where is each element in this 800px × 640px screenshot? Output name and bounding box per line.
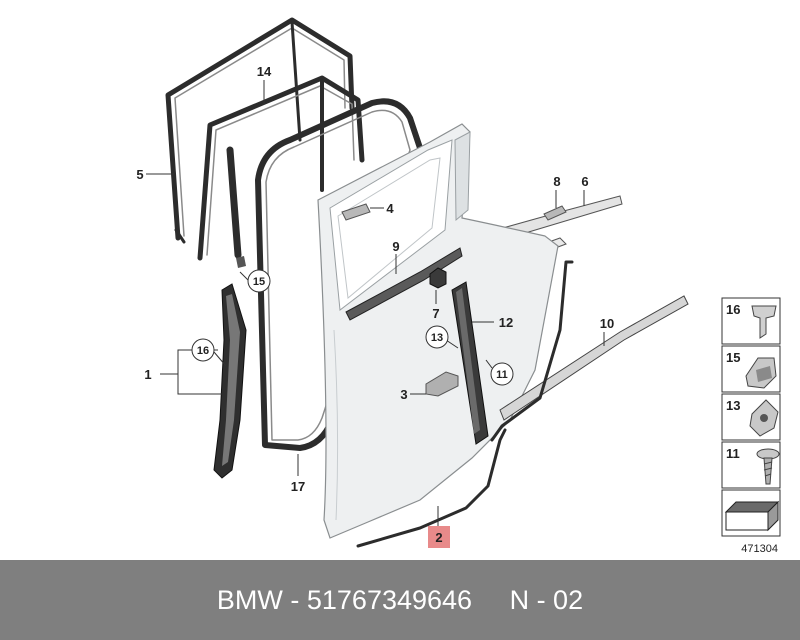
nut-clip-icon bbox=[745, 357, 777, 389]
callout-3: 3 bbox=[400, 387, 407, 402]
part-7-bumper bbox=[429, 267, 447, 289]
callout-13: 13 bbox=[431, 332, 443, 344]
callout-14: 14 bbox=[257, 64, 272, 79]
callout-labels: 1 2 3 4 5 6 7 8 9 10 12 14 17 11 13 15 1… bbox=[136, 64, 614, 548]
callout-10: 10 bbox=[600, 316, 614, 331]
clip-icon bbox=[751, 305, 777, 339]
callout-8: 8 bbox=[553, 174, 560, 189]
callout-circle-13 bbox=[425, 325, 449, 349]
footer-bar: BMW - 51767349646 N - 02 bbox=[0, 560, 800, 640]
leader-lines bbox=[146, 80, 605, 526]
callout-6: 6 bbox=[581, 174, 588, 189]
part-1-pillar-trim bbox=[213, 283, 247, 479]
callout-circle-11 bbox=[490, 362, 514, 386]
sealing-tape-icon bbox=[724, 500, 780, 532]
callout-16: 16 bbox=[197, 345, 209, 357]
exploded-view-diagram: 1 2 3 4 5 6 7 8 9 10 12 14 17 11 13 15 1… bbox=[136, 17, 781, 555]
callout-1: 1 bbox=[144, 367, 151, 382]
part-15-clip bbox=[236, 256, 246, 268]
callout-5: 5 bbox=[136, 167, 143, 182]
diagram-number: 471304 bbox=[741, 543, 778, 555]
callout-15: 15 bbox=[253, 276, 265, 288]
callout-2-highlight bbox=[428, 526, 450, 548]
legend-number-13: 13 bbox=[726, 398, 740, 413]
part-10-outer-strip bbox=[499, 295, 689, 421]
part-9-belt-seal bbox=[345, 247, 463, 321]
callout-4: 4 bbox=[386, 201, 394, 216]
fastener-legend: 16 15 13 11 bbox=[721, 297, 781, 555]
part-12-pillar-cover bbox=[451, 281, 489, 445]
callout-9: 9 bbox=[392, 239, 399, 254]
part-10-strip-edge bbox=[490, 260, 574, 442]
callout-17: 17 bbox=[291, 479, 305, 494]
part-5-frame-seal bbox=[165, 17, 355, 244]
callout-circle-15 bbox=[247, 269, 271, 293]
legend-number-15: 15 bbox=[726, 350, 740, 365]
callout-circle-16 bbox=[191, 338, 215, 362]
screw-icon bbox=[756, 448, 780, 485]
callout-12: 12 bbox=[499, 315, 513, 330]
part-8-wedge bbox=[543, 205, 567, 221]
legend-number-11: 11 bbox=[726, 446, 740, 461]
expanding-nut-icon bbox=[749, 399, 779, 437]
part-2-lower-seal bbox=[356, 428, 507, 548]
part-17-door-seal bbox=[255, 98, 438, 451]
callout-7: 7 bbox=[432, 306, 439, 321]
callout-2: 2 bbox=[435, 530, 442, 545]
part-4-wedge bbox=[341, 203, 371, 221]
callout-11: 11 bbox=[496, 369, 508, 381]
footer-part-number: BMW - 51767349646 N - 02 bbox=[216, 585, 584, 615]
legend-number-16: 16 bbox=[726, 302, 740, 317]
